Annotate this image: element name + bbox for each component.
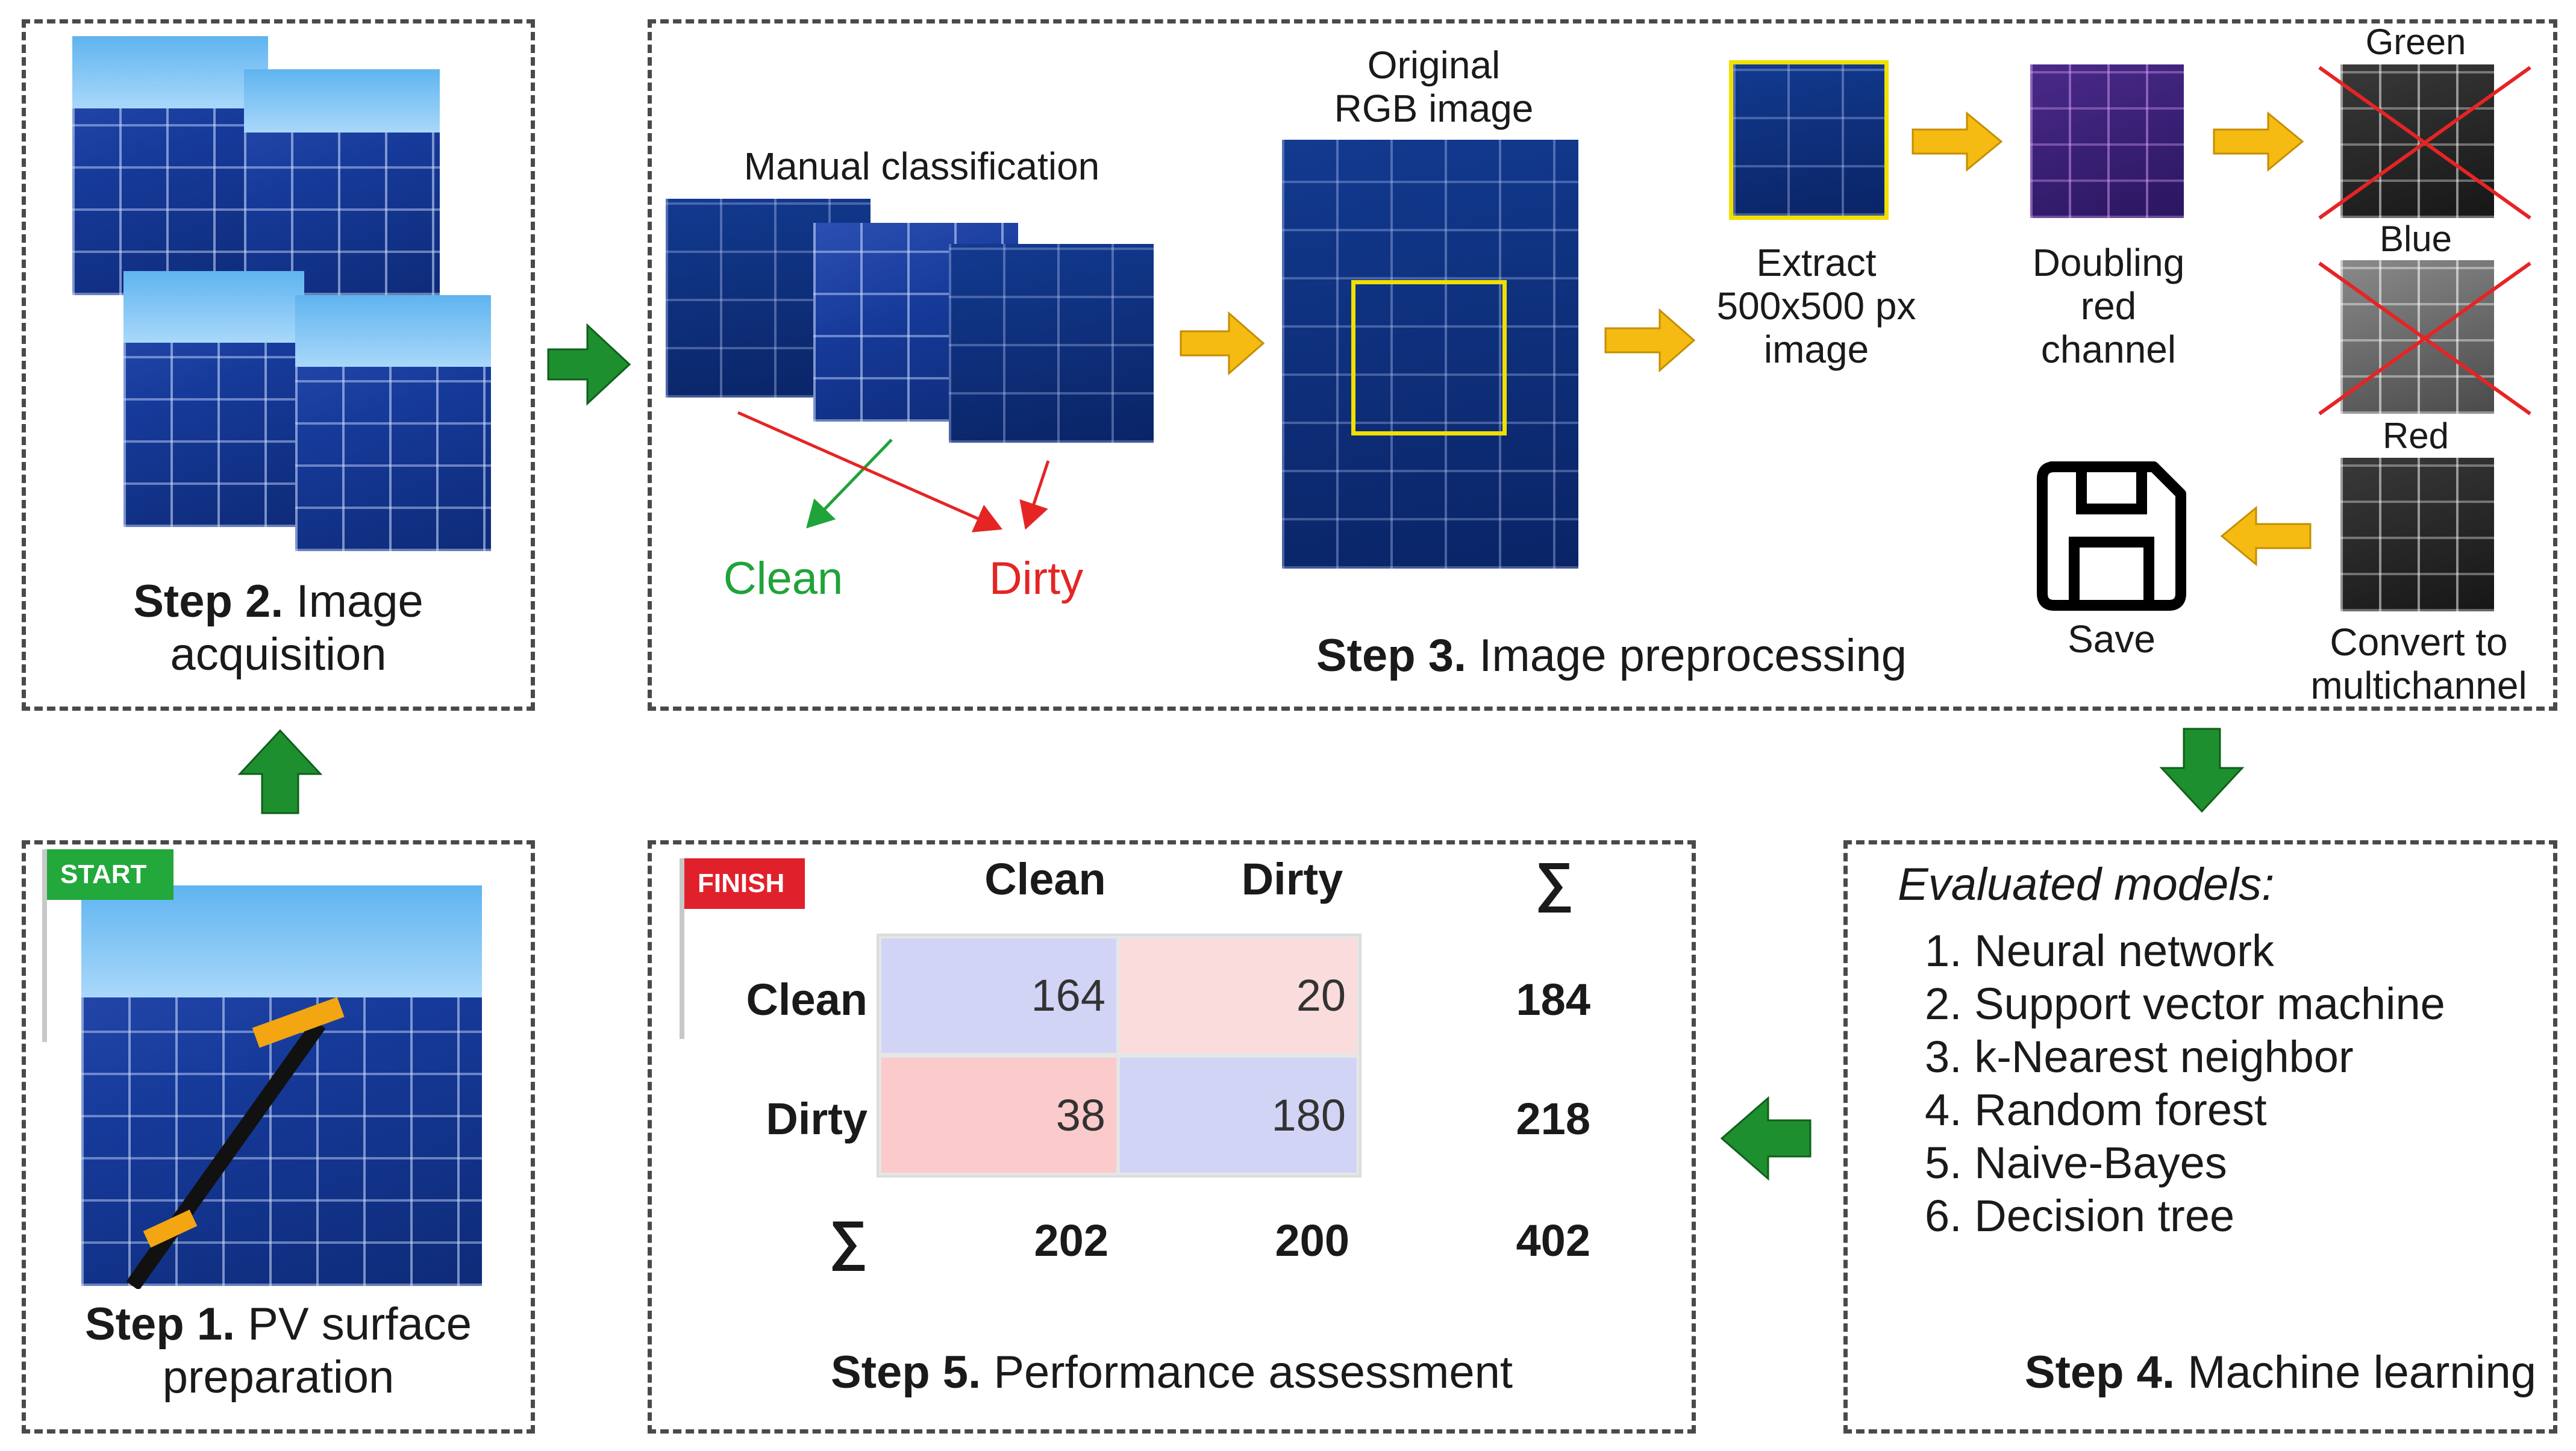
- dirty-label: Dirty: [989, 553, 1084, 604]
- cm-row-total-clean: 184: [1516, 975, 1590, 1025]
- convert-line-2: multichannel: [2310, 664, 2527, 707]
- step2-bold: Step 2.: [133, 576, 284, 627]
- cm-col-total-dirty: 200: [1275, 1215, 1349, 1265]
- extract-line-2: 500x500 px: [1716, 284, 1916, 328]
- arrow-step2-to-step3: [547, 323, 631, 406]
- model-item-3: 3. k-Nearest neighbor: [1925, 1032, 2354, 1082]
- extract-line-3: image: [1763, 328, 1869, 371]
- blue-channel-image: [2340, 260, 2494, 414]
- green-channel-image: [2340, 64, 2494, 218]
- cm-col-header-total: ∑: [1534, 852, 1574, 913]
- arrow-to-save: [2220, 505, 2312, 567]
- save-floppy-icon: [2037, 461, 2186, 611]
- arrow-step3-to-step4: [2159, 728, 2245, 813]
- step1-bold: Step 1.: [84, 1299, 236, 1350]
- start-flag-label: START: [47, 849, 174, 900]
- acquisition-photo-2: [244, 69, 440, 295]
- step3-bold: Step 3.: [1316, 630, 1467, 681]
- step2-text-2: acquisition: [170, 629, 387, 680]
- cm-col-total-clean: 202: [1034, 1215, 1108, 1265]
- original-line-2: RGB image: [1334, 87, 1534, 130]
- save-label: Save: [2068, 617, 2156, 661]
- step2-box: [22, 19, 535, 711]
- step4-text: Machine learning: [2175, 1347, 2536, 1398]
- doubling-line-2: red: [2080, 284, 2137, 328]
- clean-label: Clean: [723, 553, 843, 604]
- cm-row-header-dirty: Dirty: [766, 1094, 868, 1144]
- original-rgb-image: [1282, 140, 1578, 569]
- manual-classification-label: Manual classification: [743, 145, 1100, 188]
- model-item-4: 4. Random forest: [1925, 1085, 2267, 1135]
- step5-caption: Step 5. Performance assessment: [753, 1346, 1590, 1399]
- step1-caption: Step 1. PV surface preparation: [48, 1298, 508, 1404]
- cm-cell-clean-clean: 164: [881, 938, 1116, 1053]
- step4-box: [1843, 840, 2557, 1434]
- extracted-image: [1729, 60, 1889, 220]
- cleaning-pole-icon: [126, 997, 345, 1289]
- acquisition-photo-1: [72, 36, 268, 295]
- arrow-to-extract: [1604, 308, 1696, 373]
- step1-box: [22, 840, 535, 1434]
- blue-channel-cross-icon: [2318, 261, 2531, 416]
- step4-caption: Step 4. Machine learning: [1916, 1346, 2536, 1399]
- step4-bold: Step 4.: [2024, 1347, 2175, 1398]
- cm-col-header-dirty: Dirty: [1241, 854, 1343, 904]
- cm-row-header-clean: Clean: [746, 975, 868, 1025]
- extract-line-1: Extract: [1756, 241, 1877, 284]
- acquisition-photo-4: [295, 295, 491, 551]
- manual-sample-3: [949, 244, 1154, 443]
- blue-channel-label: Blue: [2379, 219, 2453, 259]
- acquisition-photo-3: [123, 271, 304, 527]
- finish-flag-label: FINISH: [684, 858, 805, 909]
- classification-arrows: [737, 411, 1050, 532]
- step5-box: [648, 840, 1696, 1434]
- extract-region: [1351, 280, 1507, 435]
- doubled-red-image: [2030, 64, 2184, 218]
- step3-text: Image preprocessing: [1466, 630, 1907, 681]
- step5-bold: Step 5.: [831, 1347, 981, 1398]
- model-item-6: 6. Decision tree: [1925, 1191, 2235, 1241]
- model-item-1: 1. Neural network: [1925, 926, 2274, 976]
- cm-cell-dirty-dirty: 180: [1120, 1058, 1357, 1173]
- arrow-to-original: [1180, 311, 1265, 376]
- models-title: Evaluated models:: [1898, 859, 2275, 910]
- green-channel-cross-icon: [2318, 66, 2531, 220]
- model-item-2: 2. Support vector machine: [1925, 979, 2445, 1029]
- red-channel-image: [2340, 458, 2494, 611]
- model-item-5: 5. Naive-Bayes: [1925, 1138, 2227, 1188]
- doubling-line-1: Doubling: [2032, 241, 2185, 284]
- step2-caption: Step 2. Image acquisition: [60, 575, 496, 681]
- doubling-label: Doubling red channel: [2006, 241, 2211, 371]
- original-line-1: Original: [1367, 43, 1501, 87]
- original-label: Original RGB image: [1253, 43, 1615, 130]
- step2-text-1: Image: [283, 576, 424, 627]
- extract-label: Extract 500x500 px image: [1696, 241, 1937, 371]
- convert-label: Convert to multichannel: [2283, 620, 2554, 707]
- red-channel-label: Red: [2382, 416, 2449, 456]
- step5-text: Performance assessment: [981, 1347, 1513, 1398]
- step3-box: [648, 19, 2557, 711]
- cm-grand-total: 402: [1516, 1215, 1590, 1265]
- step1-text-1: PV surface: [235, 1299, 472, 1350]
- arrow-step1-to-step2: [237, 729, 323, 814]
- step1-text-2: preparation: [162, 1352, 395, 1403]
- convert-line-1: Convert to: [2330, 620, 2508, 664]
- cm-cell-dirty-clean: 38: [881, 1058, 1116, 1173]
- arrow-step4-to-step5: [1720, 1096, 1812, 1181]
- cm-cell-clean-dirty: 20: [1120, 938, 1357, 1053]
- cm-col-header-clean: Clean: [984, 854, 1106, 904]
- cm-row-header-total: ∑: [828, 1211, 868, 1271]
- arrow-to-channels: [2213, 111, 2304, 172]
- doubling-line-3: channel: [2040, 328, 2177, 371]
- green-channel-label: Green: [2365, 22, 2466, 62]
- cm-row-total-dirty: 218: [1516, 1094, 1590, 1144]
- arrow-to-doubling: [1912, 111, 2003, 172]
- step3-caption: Step 3. Image preprocessing: [1265, 629, 1958, 682]
